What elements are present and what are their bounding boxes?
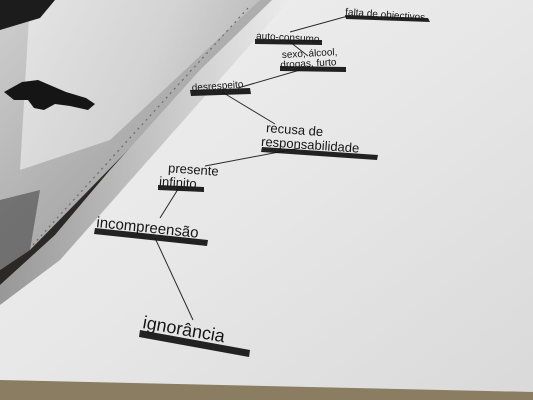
node-sexo-alcool: sexo, álcool, drogas, furto [280,47,341,71]
